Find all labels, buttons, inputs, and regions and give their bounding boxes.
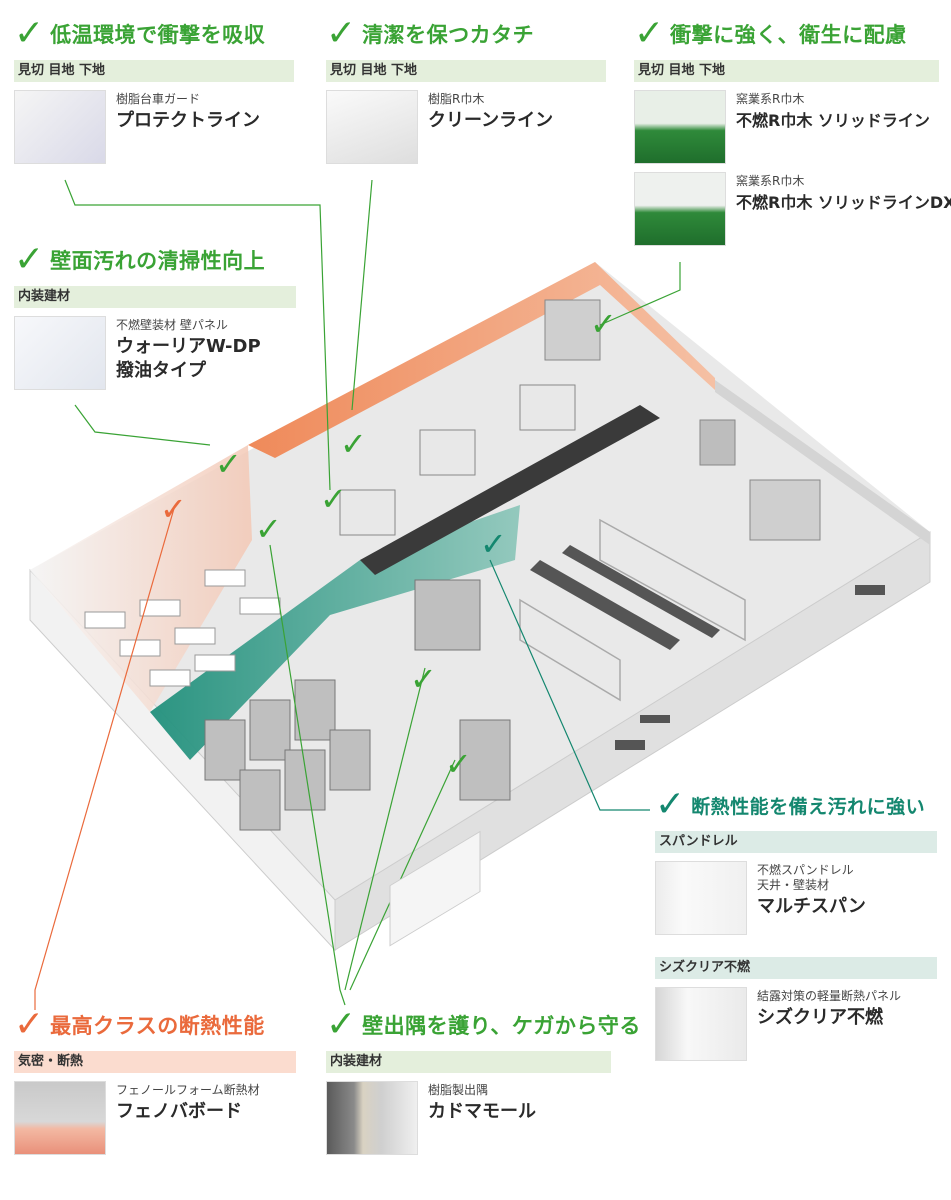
clean-room-back-wall <box>248 262 715 458</box>
svg-text:✓: ✓ <box>255 510 282 548</box>
product-name: カドマモール <box>428 1101 536 1122</box>
feature-title: 最高クラスの断熱性能 <box>50 1014 265 1038</box>
svg-text:✓: ✓ <box>215 445 242 483</box>
warehouse-racks <box>204 579 511 831</box>
svg-text:✓: ✓ <box>590 305 617 343</box>
feature-card-corner-protect: ✓壁出隅を護り、ケガから守る 内装建材 樹脂製出隅 カドマモール <box>326 1004 640 1155</box>
feature-card-clean-shape: ✓清潔を保つカタチ 見切 目地 下地 樹脂R巾木 クリーンライン <box>326 14 606 164</box>
feature-card-corner-guard: ✓低温環境で衝撃を吸収 見切 目地 下地 樹脂台車ガード プロテクトライン <box>14 14 294 164</box>
category-tag: 内装建材 <box>326 1051 611 1073</box>
leader-lines <box>34 179 681 1010</box>
category-tag: 見切 目地 下地 <box>634 60 939 82</box>
feature-title: 壁面汚れの清掃性向上 <box>50 249 266 273</box>
production-line <box>530 545 720 650</box>
feature-card-insulation-dirt: ✓断熱性能を備え汚れに強い スパンドレル 不燃スパンドレル 天井・壁装材 マルチ… <box>655 785 937 1061</box>
product-thumbnail <box>634 90 726 164</box>
product-thumbnail <box>634 172 726 246</box>
diagram-check-marks: ✓ ✓ ✓ ✓ ✓ ✓ ✓ ✓ ✓ <box>160 305 617 783</box>
product-category: 結露対策の軽量断熱パネル <box>757 989 902 1003</box>
hall-partition-panels <box>519 518 746 702</box>
product-thumbnail <box>14 90 106 164</box>
feature-card-wall-clean: ✓壁面汚れの清掃性向上 内装建材 不燃壁装材 壁パネル ウォーリアW-DP 撥油… <box>14 240 296 390</box>
product-thumbnail <box>14 1081 106 1155</box>
product-name: クリーンライン <box>428 110 554 131</box>
svg-text:✓: ✓ <box>340 425 367 463</box>
svg-text:✓: ✓ <box>320 480 347 518</box>
product-category: 不燃壁装材 壁パネル <box>116 318 228 332</box>
svg-text:✓: ✓ <box>480 525 507 563</box>
office-back-wall <box>30 445 252 712</box>
product-name: ウォーリアW-DP <box>116 336 261 357</box>
category-tag: 見切 目地 下地 <box>326 60 606 82</box>
svg-text:✓: ✓ <box>445 745 472 783</box>
product-usage: 天井・壁装材 <box>757 878 830 892</box>
feature-title: 低温環境で衝撃を吸収 <box>50 23 266 47</box>
product-thumbnail <box>326 1081 418 1155</box>
svg-text:✓: ✓ <box>160 490 187 528</box>
product-name: プロテクトライン <box>116 110 260 131</box>
product-variant: 撥油タイプ <box>116 360 206 381</box>
category-tag: 内装建材 <box>14 286 296 308</box>
category-tag: スパンドレル <box>655 831 937 853</box>
hall-back-wall <box>715 380 930 545</box>
product-thumbnail <box>655 861 747 935</box>
svg-text:✓: ✓ <box>410 660 437 698</box>
office-desks <box>84 569 281 687</box>
product-category: 窯業系R巾木 <box>736 174 805 188</box>
product-name: 不燃R巾木 ソリッドライン <box>736 111 930 130</box>
product-category: 樹脂台車ガード <box>116 92 201 106</box>
product-name: シズクリア不燃 <box>757 1007 883 1028</box>
check-icon: ✓ <box>14 13 45 54</box>
product-category: 窯業系R巾木 <box>736 92 805 106</box>
product-category: 樹脂R巾木 <box>428 92 485 106</box>
product-name: フェノバボード <box>116 1101 242 1122</box>
product-thumbnail <box>655 987 747 1061</box>
check-icon: ✓ <box>326 13 357 54</box>
category-tag-2: シズクリア不燃 <box>655 957 937 979</box>
feature-title: 清潔を保つカタチ <box>362 23 535 47</box>
feature-card-top-insulation: ✓最高クラスの断熱性能 気密・断熱 フェノールフォーム断熱材 フェノバボード <box>14 1005 296 1155</box>
product-category: フェノールフォーム断熱材 <box>116 1083 260 1097</box>
product-thumbnail <box>326 90 418 164</box>
clean-room-machines <box>339 299 601 536</box>
feature-title: 壁出隅を護り、ケガから守る <box>362 1014 641 1038</box>
feature-title: 断熱性能を備え汚れに強い <box>691 795 926 818</box>
product-name: 不燃R巾木 ソリッドラインDX <box>736 193 951 212</box>
product-name: マルチスパン <box>757 896 866 917</box>
check-icon: ✓ <box>326 1004 357 1045</box>
wall-windows <box>615 585 885 750</box>
product-category: 不燃スパンドレル <box>757 863 854 877</box>
check-icon: ✓ <box>655 784 686 825</box>
hall-storage-unit <box>749 479 821 541</box>
check-icon: ✓ <box>14 239 45 280</box>
check-icon: ✓ <box>14 1004 45 1045</box>
feature-card-impact-hygiene: ✓衝撃に強く、衛生に配慮 見切 目地 下地 窯業系R巾木 不燃R巾木 ソリッドラ… <box>634 13 951 246</box>
check-icon: ✓ <box>634 13 665 54</box>
dark-corridor <box>360 405 660 575</box>
partition-teal-wall <box>150 505 520 760</box>
feature-title: 衝撃に強く、衛生に配慮 <box>670 23 907 47</box>
loading-door <box>389 830 481 947</box>
hall-box-unit <box>699 419 736 466</box>
product-thumbnail <box>14 316 106 390</box>
product-category: 樹脂製出隅 <box>428 1083 489 1097</box>
category-tag: 見切 目地 下地 <box>14 60 294 82</box>
category-tag: 気密・断熱 <box>14 1051 296 1073</box>
